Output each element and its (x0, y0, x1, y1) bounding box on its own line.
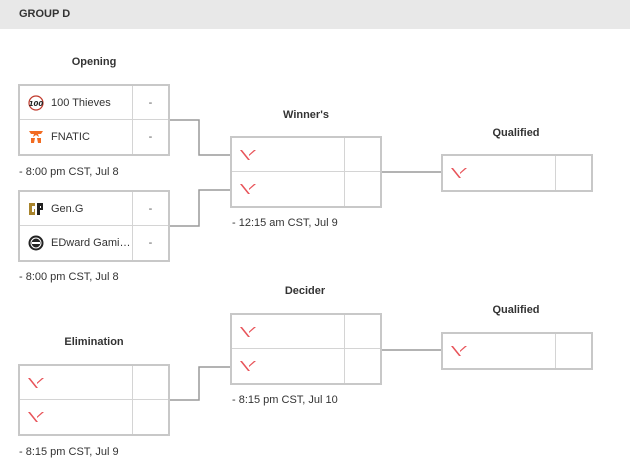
team-name: Gen.G (51, 202, 84, 215)
team-row[interactable] (443, 156, 591, 190)
fnatic-logo-icon (27, 129, 45, 145)
team-row[interactable]: FNATIC - (20, 120, 168, 154)
match-time: - 8:00 pm CST, Jul 8 (19, 271, 119, 283)
match-elimination[interactable] (18, 364, 170, 436)
match-qualified-bottom[interactable] (441, 332, 593, 370)
match-qualified-top[interactable] (441, 154, 593, 192)
placeholder-team-icon (450, 165, 468, 181)
match-time: - 8:15 pm CST, Jul 9 (19, 446, 119, 458)
match-time: - 8:00 pm CST, Jul 8 (19, 166, 119, 178)
svg-text:100: 100 (29, 100, 44, 108)
team-row[interactable] (20, 400, 168, 434)
placeholder-team-icon (239, 324, 257, 340)
match-decider[interactable] (230, 313, 382, 385)
team-row[interactable]: EDward Gami… - (20, 226, 168, 260)
team-score: - (132, 86, 168, 119)
team-name: 100 Thieves (51, 96, 111, 109)
team-score (344, 315, 380, 348)
team-score (344, 138, 380, 171)
team-name: FNATIC (51, 131, 90, 143)
team-row[interactable] (232, 349, 380, 383)
edward-gaming-logo-icon (27, 235, 45, 251)
group-header: GROUP D (0, 0, 630, 29)
team-row[interactable] (443, 334, 591, 368)
placeholder-team-icon (450, 343, 468, 359)
match-opening-1[interactable]: 100 100 Thieves - FNATIC - (18, 84, 170, 156)
elimination-title: Elimination (64, 336, 124, 348)
team-row[interactable] (232, 315, 380, 349)
team-score: - (132, 120, 168, 154)
placeholder-team-icon (239, 181, 257, 197)
team-row[interactable]: Gen.G - (20, 192, 168, 226)
team-score: - (132, 226, 168, 260)
team-row[interactable] (20, 366, 168, 400)
team-row[interactable] (232, 172, 380, 206)
team-score (555, 334, 591, 368)
team-score (555, 156, 591, 190)
geng-logo-icon (27, 201, 45, 217)
placeholder-team-icon (239, 147, 257, 163)
qualified-top-title: Qualified (492, 127, 540, 139)
match-opening-2[interactable]: Gen.G - EDward Gami… - (18, 190, 170, 262)
placeholder-team-icon (239, 358, 257, 374)
team-score (344, 172, 380, 206)
team-score: - (132, 192, 168, 225)
group-title: GROUP D (19, 8, 71, 20)
placeholder-team-icon (27, 375, 45, 391)
match-time: - 12:15 am CST, Jul 9 (232, 217, 338, 229)
team-row[interactable]: 100 100 Thieves - (20, 86, 168, 120)
team-row[interactable] (232, 138, 380, 172)
team-score (344, 349, 380, 383)
team-name: EDward Gami… (51, 237, 131, 249)
decider-title: Decider (284, 285, 326, 297)
placeholder-team-icon (27, 409, 45, 425)
match-winners[interactable] (230, 136, 382, 208)
winners-title: Winner's (283, 109, 329, 121)
qualified-bottom-title: Qualified (492, 304, 540, 316)
opening-title: Opening (71, 56, 117, 68)
match-time: - 8:15 pm CST, Jul 10 (232, 394, 338, 406)
100-thieves-logo-icon: 100 (27, 94, 45, 111)
team-score (132, 400, 168, 434)
team-score (132, 366, 168, 399)
